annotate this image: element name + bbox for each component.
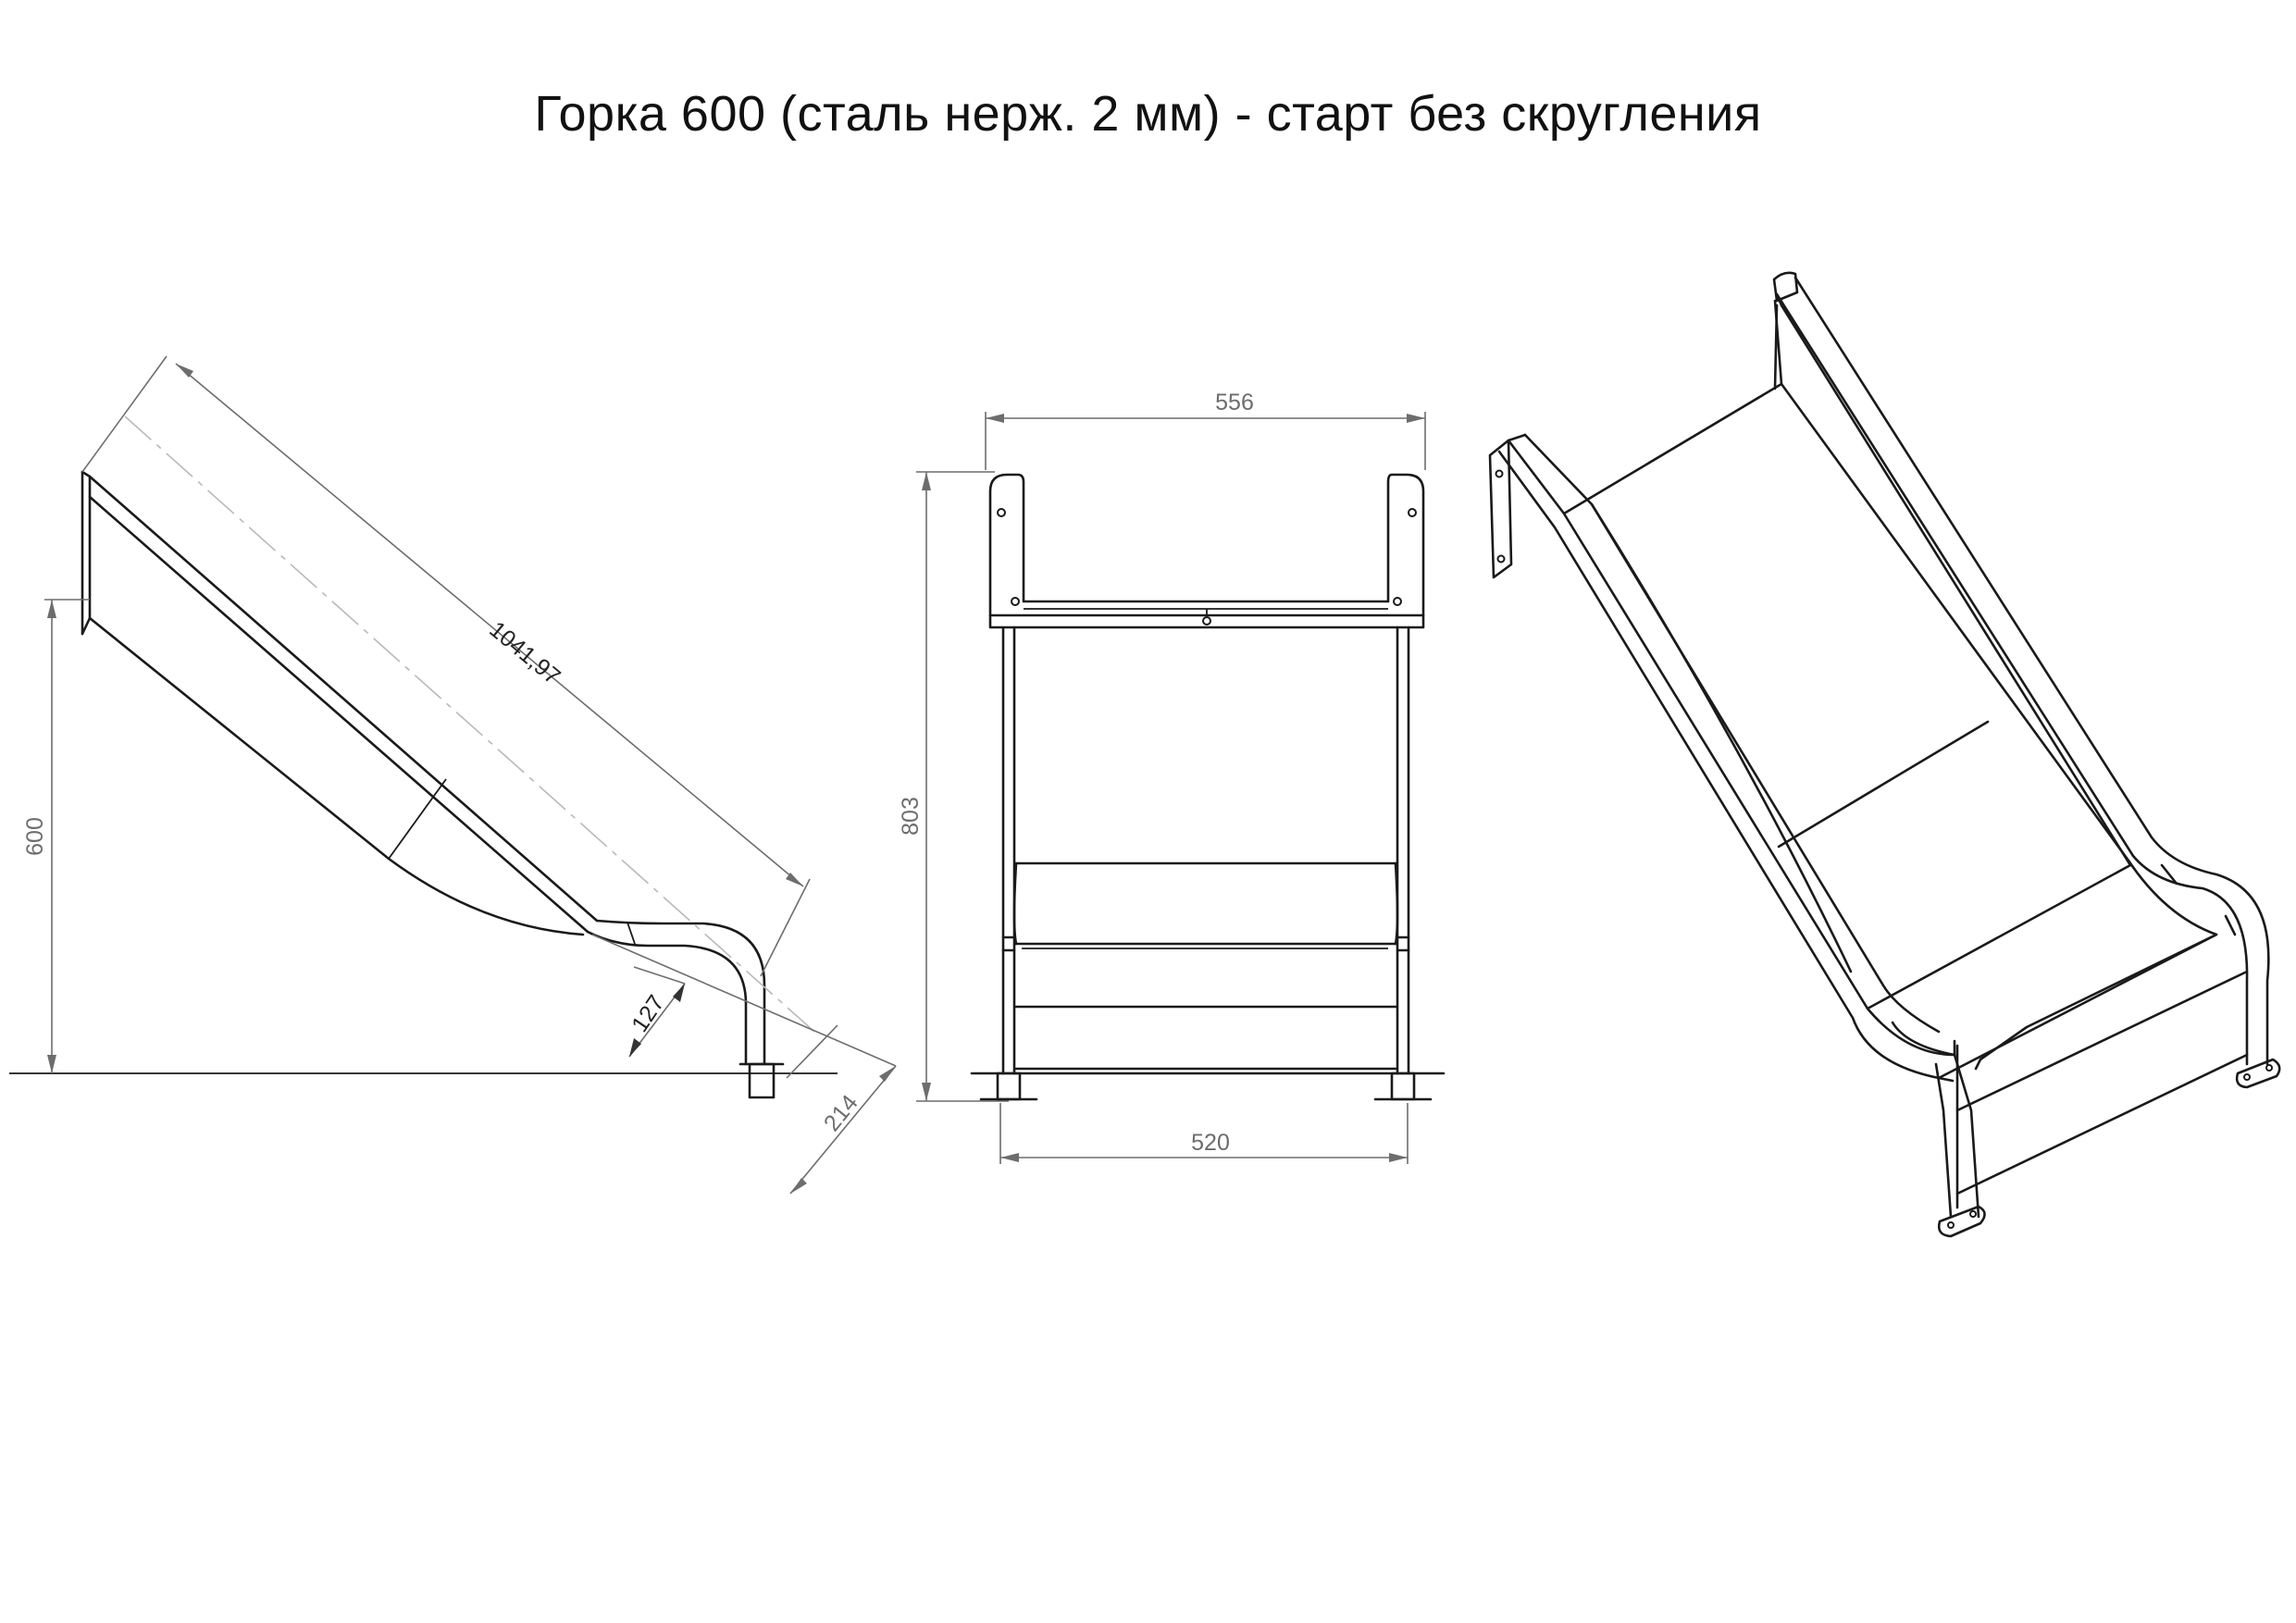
iso-left-rail (1497, 433, 1980, 1219)
iso-feet (1937, 1058, 2281, 1238)
dim-base-width: 520 (999, 1103, 1409, 1164)
front-view: 556 803 520 (898, 390, 1446, 1164)
iso-right-rail (1775, 276, 2270, 1066)
front-legs (1001, 626, 1410, 1075)
start-frame (988, 473, 1425, 629)
dim-height-label: 600 (22, 817, 48, 856)
dim-total-height-label: 803 (898, 797, 924, 836)
side-foot (738, 1062, 785, 1099)
start-panel (81, 470, 92, 636)
dim-exit-height-label: 127 (627, 990, 670, 1036)
slide-bed (88, 616, 585, 936)
front-slide-bed (1012, 861, 1399, 1071)
dim-slide-length-label: 1041,97 (484, 616, 565, 689)
front-base (970, 1072, 1446, 1101)
side-view: 1041,97 600 127 214 (9, 355, 897, 1195)
dim-height: 600 (22, 599, 90, 1073)
iso-view (1488, 271, 2281, 1238)
dim-slide-length: 1041,97 (81, 355, 811, 977)
slide-rail (88, 475, 766, 1066)
iso-left-bracket (1488, 433, 1527, 579)
dim-top-width-label: 556 (1215, 390, 1254, 415)
dim-exit-length-label: 214 (819, 1090, 863, 1136)
dim-base-width-label: 520 (1191, 1130, 1230, 1156)
slide-centerline (124, 415, 815, 1033)
dim-exit-height: 127 (627, 966, 686, 1058)
iso-right-bracket (1772, 271, 1799, 303)
dim-top-width: 556 (985, 390, 1426, 470)
dim-total-height: 803 (898, 471, 1009, 1102)
iso-slide-surface (1562, 299, 2249, 1196)
drawing-title: Горка 600 (сталь нерж. 2 мм) - старт без… (534, 86, 1762, 142)
